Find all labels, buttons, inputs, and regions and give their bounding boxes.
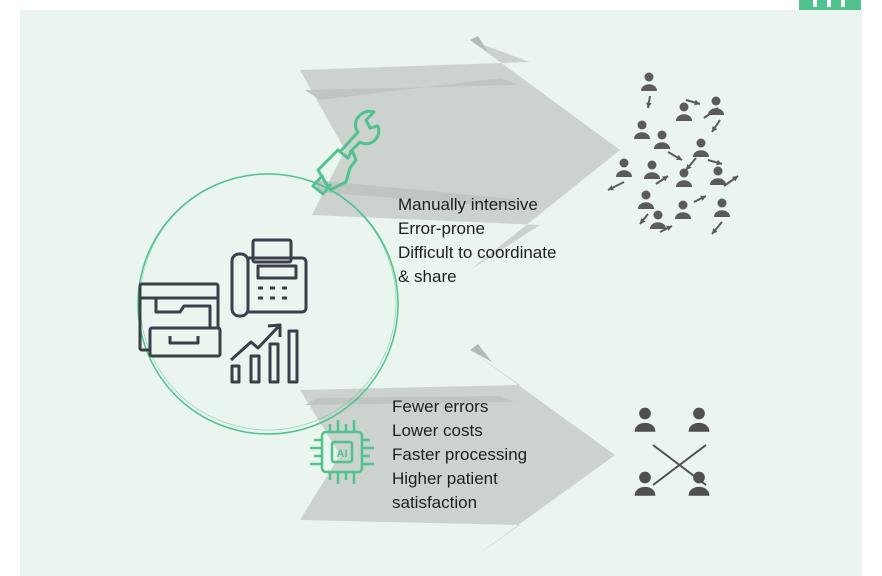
person-head (619, 158, 629, 168)
person-body (675, 212, 691, 219)
person-head (693, 407, 705, 420)
person-body (616, 170, 632, 177)
growth-chart-icon (229, 323, 299, 384)
person-body (693, 150, 709, 157)
arrow-head (676, 154, 682, 160)
person-body (641, 84, 657, 91)
person-head (639, 407, 651, 420)
person-body (638, 202, 654, 209)
connected-people-icon (634, 407, 710, 496)
person-head (647, 160, 657, 170)
person-body (688, 486, 710, 496)
svg-text:AI: AI (337, 448, 348, 460)
person-body (676, 114, 692, 121)
person-body (650, 222, 666, 229)
corner-tab (799, 0, 861, 10)
ai-outcomes-list: Fewer errors Lower costs Faster processi… (392, 395, 527, 515)
person-head (696, 138, 706, 148)
person-head (717, 198, 727, 208)
ai-outcome-item: Fewer errors (392, 397, 489, 416)
person-head (641, 190, 651, 200)
arrow-head (646, 102, 652, 108)
arrow-head (662, 176, 668, 182)
arrow-head (732, 176, 738, 182)
arrow-head (712, 126, 718, 132)
arrow-head (712, 108, 718, 114)
arrow-head (694, 99, 700, 106)
person-body (634, 422, 656, 432)
person-head (693, 471, 705, 484)
person-head (711, 96, 721, 106)
ai-chip-icon: AI (310, 420, 374, 484)
person-body (714, 210, 730, 217)
manual-outcome-item: Difficult to coordinate (398, 243, 557, 262)
person-head (637, 120, 647, 130)
arrow-head (640, 218, 646, 224)
person-head (657, 130, 667, 140)
ai-outcome-item: Lower costs (392, 421, 483, 440)
connection-line (652, 444, 707, 486)
fax-machine-icon (230, 238, 308, 318)
manual-outcome-item: & share (398, 267, 457, 286)
filing-cabinet-icon (138, 282, 222, 358)
person-head (678, 200, 688, 210)
person-body (634, 132, 650, 139)
person-head (679, 168, 689, 178)
person-body (688, 422, 710, 432)
arrow-head (686, 164, 692, 170)
person-body (654, 142, 670, 149)
arrow-head (712, 228, 718, 234)
person-head (713, 166, 723, 176)
manual-outcome-item: Manually intensive (398, 195, 538, 214)
person-body (644, 172, 660, 179)
person-head (679, 102, 689, 112)
ai-outcome-item: Faster processing (392, 445, 528, 464)
person-head (639, 471, 651, 484)
person-head (644, 72, 654, 82)
manual-outcomes-list: Manually intensive Error-prone Difficult… (398, 193, 556, 289)
person-body (676, 180, 692, 187)
arrow-head (700, 195, 706, 201)
person-body (634, 486, 656, 496)
ai-outcome-item: Higher patient (392, 469, 498, 488)
arrow-head (666, 225, 672, 231)
person-head (653, 210, 663, 220)
manual-outcome-item: Error-prone (398, 219, 485, 238)
wrench-hand-icon (311, 109, 381, 196)
chaotic-people-network-icon (607, 72, 739, 235)
arrow-head (608, 185, 614, 191)
upper-brush-arrow (300, 36, 620, 270)
arrow-head (716, 159, 722, 166)
ai-outcome-item: satisfaction (392, 493, 478, 512)
person-body (710, 178, 726, 185)
